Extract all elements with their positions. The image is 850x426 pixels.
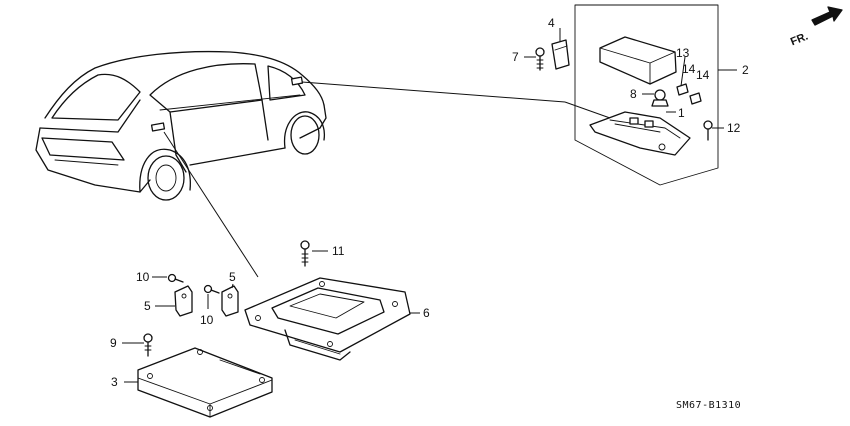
callout-14b: 14 <box>696 68 710 82</box>
callout-4: 4 <box>548 16 555 30</box>
callout-1: 1 <box>678 106 685 120</box>
callout-12: 12 <box>727 121 741 135</box>
callout-8: 8 <box>630 87 637 101</box>
callout-10b: 10 <box>200 313 214 327</box>
pointer-line-lower <box>163 131 259 278</box>
drawing-code: SM67-B1310 <box>676 400 741 411</box>
callout-2: 2 <box>742 63 749 77</box>
lower-assembly <box>137 240 411 418</box>
callout-7: 7 <box>512 50 519 64</box>
callout-3: 3 <box>111 375 118 389</box>
front-direction-label: FR. <box>789 30 810 48</box>
callout-11: 11 <box>332 244 345 258</box>
callout-9: 9 <box>110 336 117 350</box>
upper-assembly <box>535 4 719 186</box>
callout-5a: 5 <box>144 299 151 313</box>
vehicle-outline <box>35 50 327 201</box>
callout-14a: 14 <box>682 62 696 76</box>
front-direction-arrow <box>811 6 843 26</box>
callout-10a: 10 <box>136 270 150 284</box>
pointer-line-upper <box>301 81 566 103</box>
callout-13: 13 <box>676 46 690 60</box>
callout-5b: 5 <box>229 270 236 284</box>
callout-6: 6 <box>423 306 430 320</box>
